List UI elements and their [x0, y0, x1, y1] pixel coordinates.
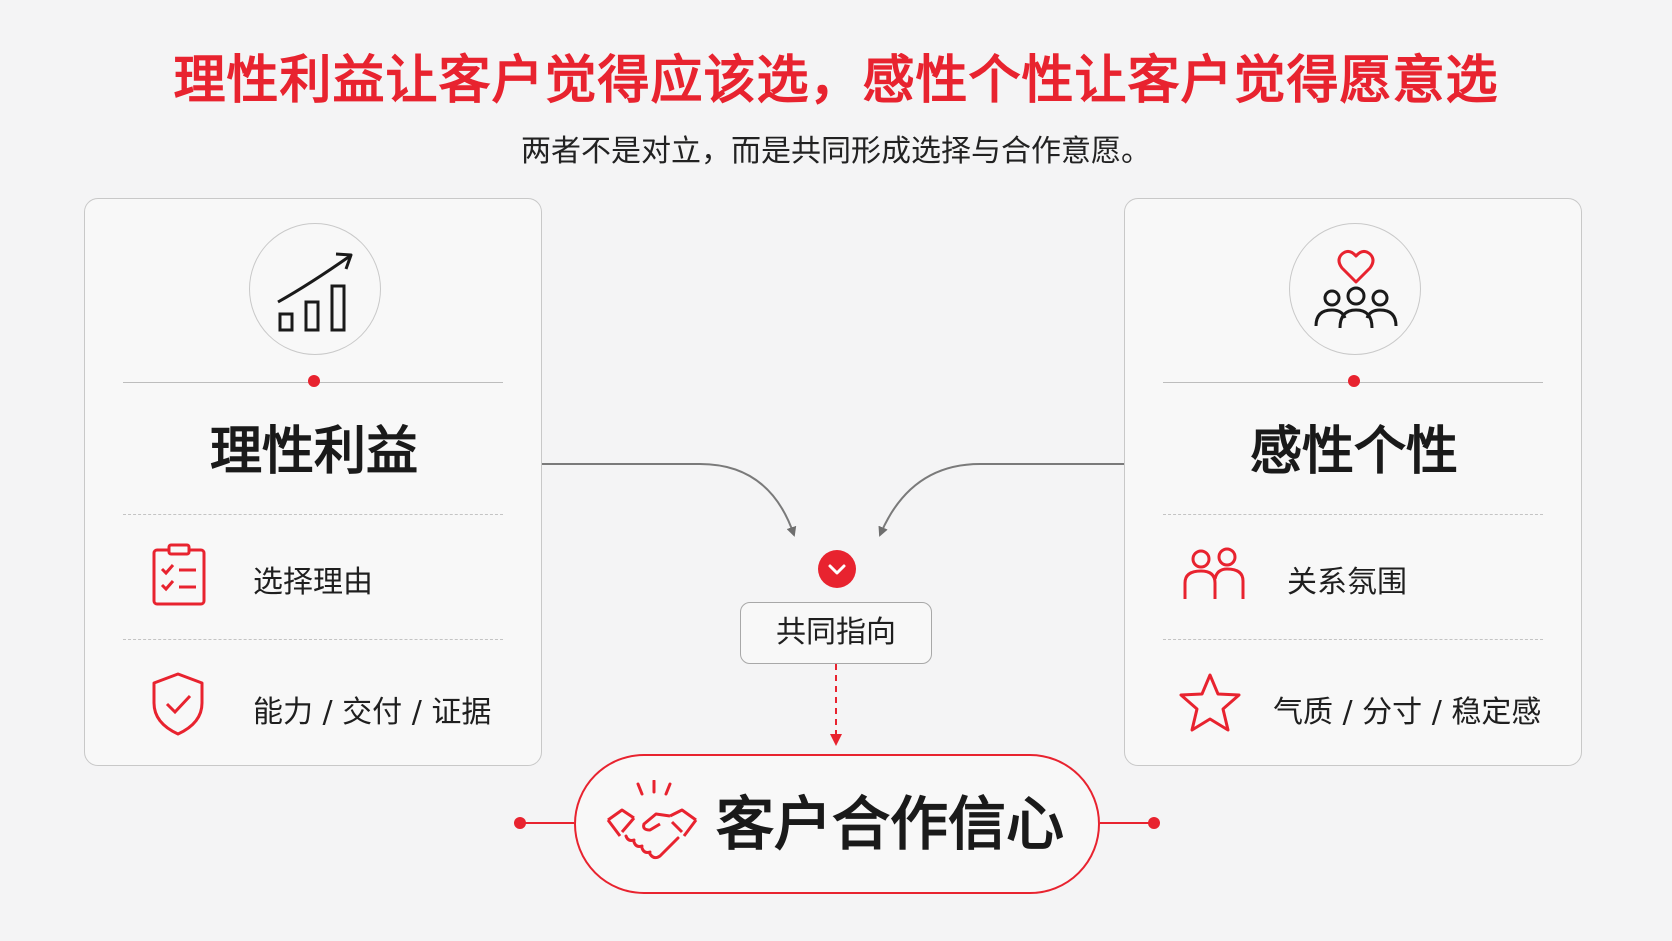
- star-icon: [1177, 671, 1243, 739]
- page-title: 理性利益让客户觉得应该选，感性个性让客户觉得愿意选: [173, 51, 1499, 111]
- dashed-divider: [1163, 514, 1543, 515]
- goal-label: 客户合作信心: [716, 790, 1065, 858]
- right-connector-arrow: [878, 463, 1124, 537]
- item-label-atmosphere: 关系氛围: [1287, 565, 1407, 600]
- emotional-personality-panel: 感性个性 关系氛围 气质 / 分寸 / 稳定感: [1124, 198, 1582, 766]
- dashed-divider: [123, 639, 503, 640]
- item-label-capability: 能力 / 交付 / 证据: [253, 695, 492, 730]
- divider-dot: [1348, 375, 1360, 387]
- goal-right-dot: [1148, 817, 1160, 829]
- heart-people-icon: [1289, 223, 1421, 355]
- growth-chart-icon: [249, 223, 381, 355]
- clipboard-checklist-icon: [151, 543, 207, 611]
- merge-label-box: 共同指向: [740, 602, 932, 664]
- dashed-divider: [123, 514, 503, 515]
- page-subtitle: 两者不是对立，而是共同形成选择与合作意愿。: [521, 134, 1151, 169]
- handshake-icon: [606, 780, 698, 860]
- rational-benefit-panel: 理性利益 选择理由 能力 / 交付 / 证据: [84, 198, 542, 766]
- goal-pill: 客户合作信心: [574, 754, 1100, 894]
- divider-dot: [308, 375, 320, 387]
- left-connector-arrow: [542, 463, 797, 537]
- panel-title: 理性利益: [209, 422, 418, 482]
- goal-left-dot: [514, 817, 526, 829]
- two-people-icon: [1181, 545, 1247, 607]
- item-label-temperament: 气质 / 分寸 / 稳定感: [1273, 695, 1542, 730]
- panel-title: 感性个性: [1249, 422, 1458, 482]
- dashed-divider: [1163, 639, 1543, 640]
- shield-check-icon: [149, 671, 207, 741]
- chevron-down-icon: [818, 550, 856, 588]
- item-label-reasons: 选择理由: [253, 565, 373, 600]
